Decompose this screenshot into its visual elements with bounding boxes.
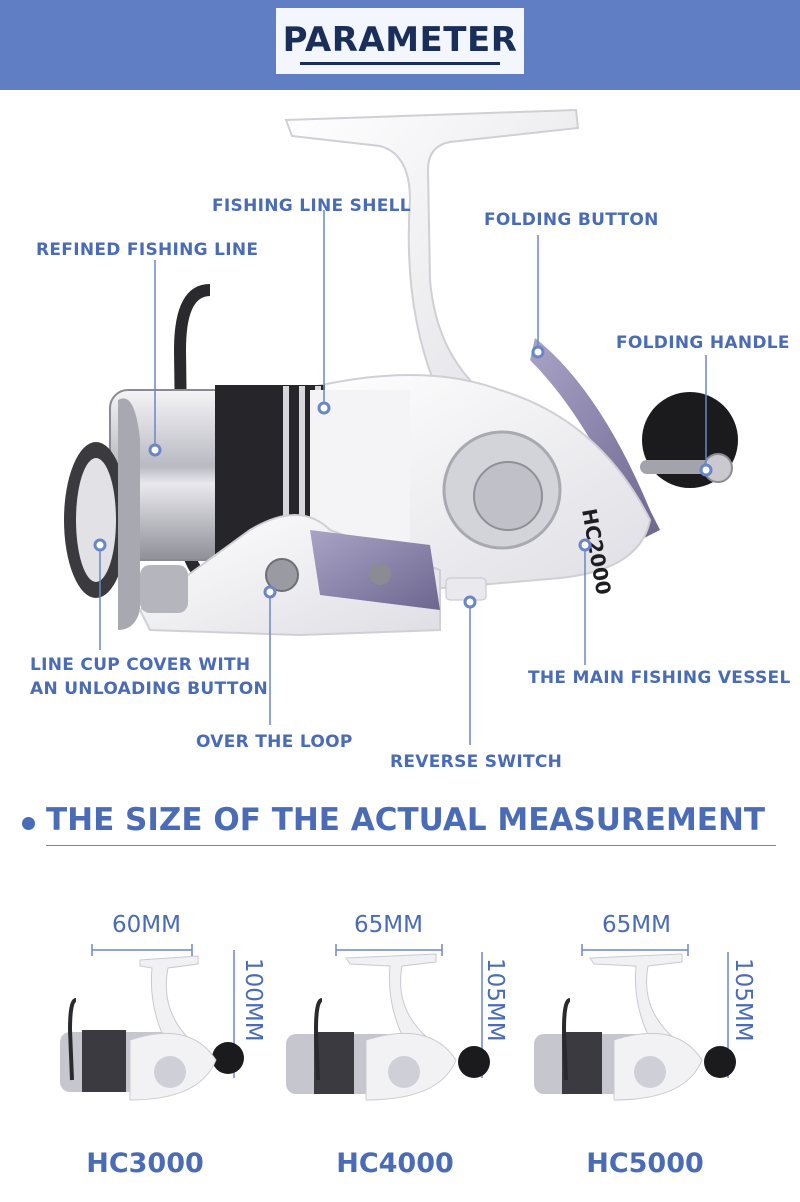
height-dimension: 105MM [730, 958, 756, 1042]
title-underline [300, 62, 500, 65]
width-dimension: 65MM [602, 912, 671, 938]
reel-thumbnail [60, 944, 244, 1101]
model-name: HC3000 [86, 1148, 204, 1179]
header-band: PARAMETER [0, 0, 800, 90]
size-card-hc5000: 65MM 105MM HC5000 [520, 900, 770, 1190]
callout-folding-button: FOLDING BUTTON [484, 210, 659, 230]
width-dimension: 65MM [354, 912, 423, 938]
height-dimension: 105MM [482, 958, 508, 1042]
reel-illustration: HC2000 [64, 108, 738, 745]
model-name: HC5000 [586, 1148, 704, 1179]
callout-reverse-switch: REVERSE SWITCH [390, 752, 563, 772]
callout-main-fishing-vessel: THE MAIN FISHING VESSEL [528, 668, 791, 688]
header-title-plate: PARAMETER [276, 8, 524, 74]
reel-thumbnail [534, 944, 736, 1101]
callout-folding-handle: FOLDING HANDLE [616, 333, 790, 353]
callout-line-cup-cover: LINE CUP COVER WITH AN UNLOADING BUTTON [30, 655, 268, 699]
size-section-header: THE SIZE OF THE ACTUAL MEASUREMENT [18, 798, 778, 850]
model-name: HC4000 [336, 1148, 454, 1179]
section-divider [46, 845, 776, 846]
page-title: PARAMETER [282, 20, 518, 60]
bullet-dot [22, 817, 35, 830]
size-card-hc4000: 65MM 105MM HC4000 [270, 900, 520, 1190]
reel-thumbnail [286, 944, 490, 1101]
callout-fishing-line-shell: FISHING LINE SHELL [212, 196, 411, 216]
callout-over-the-loop: OVER THE LOOP [196, 732, 353, 752]
callout-refined-fishing-line: REFINED FISHING LINE [36, 240, 259, 260]
reel-diagram: HC2000 [0, 90, 800, 790]
size-section-title: THE SIZE OF THE ACTUAL MEASUREMENT [46, 802, 766, 838]
height-dimension: 100MM [240, 958, 266, 1042]
size-card-hc3000: 60MM 100MM HC3000 [20, 900, 270, 1190]
width-dimension: 60MM [112, 912, 181, 938]
